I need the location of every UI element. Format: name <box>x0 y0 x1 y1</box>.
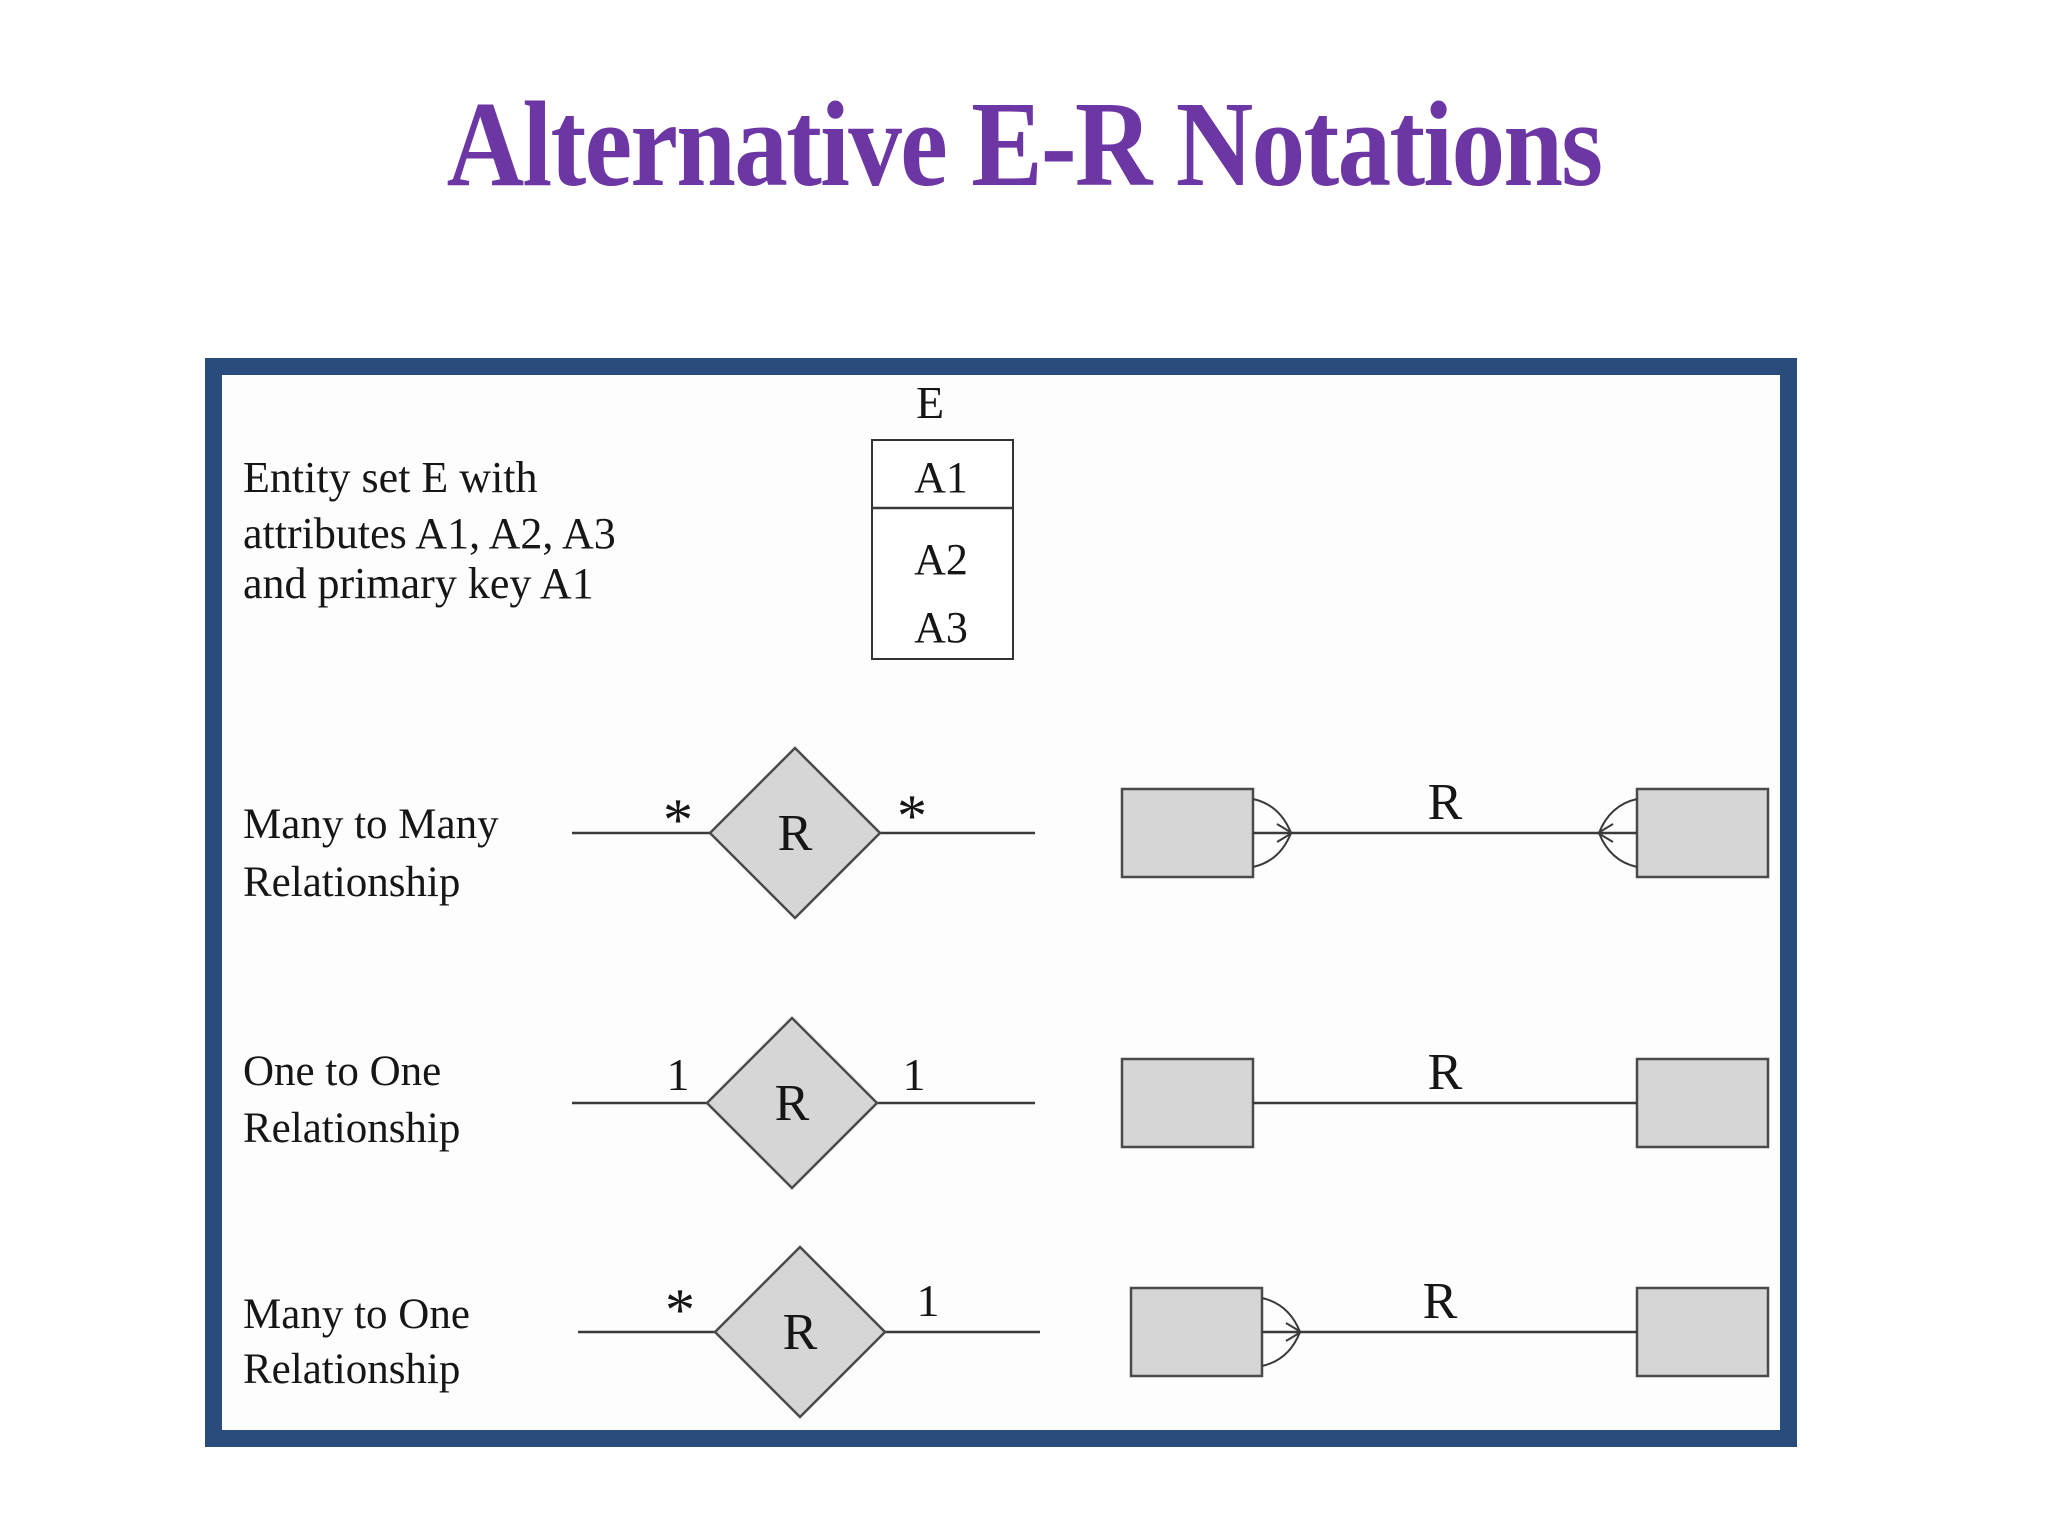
cardinality-left: * <box>663 787 693 853</box>
attribute-a2: A2 <box>914 535 968 584</box>
entity-box-right <box>1635 1286 1770 1378</box>
entity-box-right <box>1635 1057 1770 1149</box>
row-label-line2: Relationship <box>243 1346 460 1393</box>
row-label-line1: Many to One <box>243 1291 470 1338</box>
row-many-to-many: Many to Many Relationship R * * R <box>243 746 1770 920</box>
entity-description-line2: attributes A1, A2, A3 <box>243 509 616 558</box>
relationship-diamond <box>708 746 882 920</box>
relationship-label: R <box>783 1304 818 1361</box>
row-label-line2: Relationship <box>243 859 460 906</box>
relationship-label: R <box>778 805 813 862</box>
row-label-line1: Many to Many <box>243 801 499 848</box>
entity-attribute-box <box>871 439 1014 660</box>
row-one-to-one: One to One Relationship R 1 1 R <box>243 1016 1770 1190</box>
row-label-line2: Relationship <box>243 1105 460 1152</box>
crow-foot-icon <box>1261 1297 1303 1367</box>
entity-box-left <box>1120 787 1255 879</box>
attribute-a1: A1 <box>914 453 968 502</box>
entity-description-line3: and primary key A1 <box>243 559 594 608</box>
entity-section: Entity set E with attributes A1, A2, A3 … <box>243 377 1014 660</box>
relationship-label-alt: R <box>1423 1273 1458 1330</box>
relationship-label-alt: R <box>1428 774 1463 831</box>
entity-box-left <box>1120 1057 1255 1149</box>
relationship-diamond <box>713 1245 887 1419</box>
row-many-to-one: Many to One Relationship R * 1 R <box>243 1245 1770 1419</box>
relationship-diamond <box>705 1016 879 1190</box>
page-title: Alternative E-R Notations <box>446 77 1603 212</box>
cardinality-right: 1 <box>917 1275 940 1326</box>
relationship-label: R <box>775 1075 810 1132</box>
crow-foot-icon <box>1596 798 1638 868</box>
row-label-line1: One to One <box>243 1048 441 1095</box>
cardinality-right: * <box>897 783 927 849</box>
entity-name-label: E <box>916 377 944 428</box>
crow-foot-icon <box>1252 798 1294 868</box>
attribute-a3: A3 <box>914 603 968 652</box>
entity-description-line1: Entity set E with <box>243 453 538 502</box>
entity-box-left <box>1129 1286 1264 1378</box>
cardinality-right: 1 <box>903 1049 926 1100</box>
cardinality-left: 1 <box>667 1049 690 1100</box>
relationship-label-alt: R <box>1428 1044 1463 1101</box>
cardinality-left: * <box>665 1277 695 1343</box>
entity-box-right <box>1635 787 1770 879</box>
